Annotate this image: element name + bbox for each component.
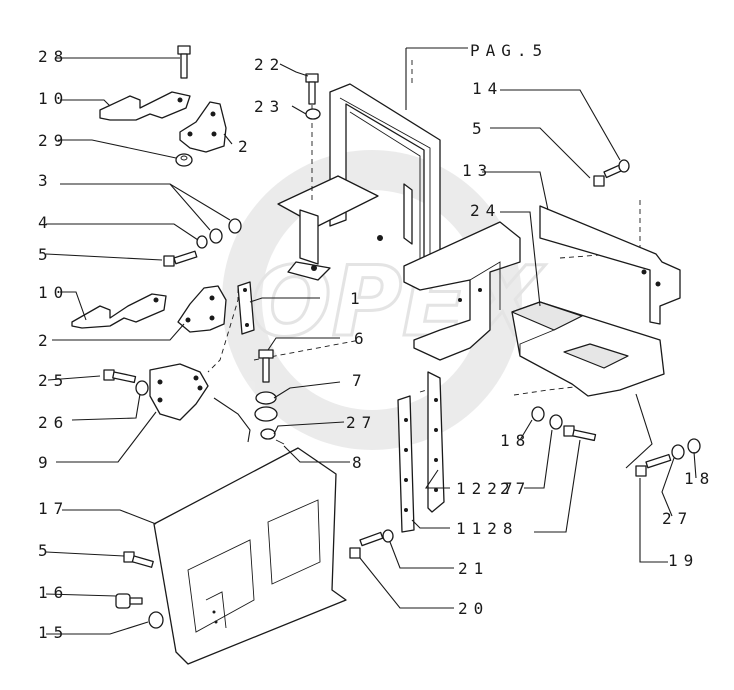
callout-10-lower: 10	[38, 283, 69, 302]
callout-27-center: 27	[346, 413, 377, 432]
callout-25: 25	[38, 371, 69, 390]
bolt-19-right	[635, 453, 672, 477]
callout-21: 21	[458, 559, 489, 578]
bolt-22	[305, 73, 319, 105]
callout-5-left: 5	[38, 245, 54, 264]
bolt-19-left	[563, 425, 597, 442]
callout-8: 8	[352, 453, 368, 472]
callout-16: 16	[38, 583, 69, 602]
callout-18-left: 18	[500, 431, 531, 450]
callout-18-right: 18	[684, 469, 715, 488]
washer-21	[382, 529, 394, 543]
main-frame	[277, 83, 521, 361]
side-plate-13	[539, 205, 681, 325]
callout-1128: 1128	[456, 519, 519, 538]
nut-29	[175, 153, 193, 167]
callout-10-upper: 10	[38, 89, 69, 108]
bracket-line-b	[625, 393, 653, 469]
washer-23	[305, 108, 321, 120]
callout-17: 17	[38, 499, 69, 518]
callout-15: 15	[38, 623, 69, 642]
washer-15	[148, 611, 164, 629]
bolt-28	[177, 45, 191, 79]
bolt-5-lower	[123, 551, 154, 568]
link-plate-1	[237, 281, 255, 335]
bar-1128	[397, 395, 415, 533]
callout-24: 24	[470, 201, 501, 220]
bolt-6	[258, 349, 274, 383]
bracket-line-a	[213, 397, 251, 443]
bushing-7	[254, 391, 278, 422]
centerline-g	[513, 383, 601, 396]
centerline-c	[207, 288, 239, 373]
bar-1227	[427, 371, 445, 513]
washer-18-left	[531, 406, 545, 422]
callout-29: 29	[38, 131, 69, 150]
washer-18-right	[687, 438, 701, 454]
callout-1: 1	[350, 289, 366, 308]
centerline-f	[559, 254, 601, 259]
callout-13: 13	[462, 161, 493, 180]
callout-9: 9	[38, 453, 54, 472]
watermark-logo: OPEX	[222, 150, 547, 450]
panel-17	[153, 447, 347, 665]
callout-2-upper: 2	[238, 137, 254, 156]
washer-group-left	[163, 218, 242, 267]
callout-5-lower: 5	[38, 541, 54, 560]
bolt-20	[349, 531, 384, 559]
callout-28: 28	[38, 47, 69, 66]
callout-19: 19	[668, 551, 699, 570]
hinge-bracket-9	[149, 363, 209, 421]
callout-4: 4	[38, 213, 54, 232]
callout-7: 7	[352, 371, 368, 390]
callout-14: 14	[472, 79, 503, 98]
callout-26: 26	[38, 413, 69, 432]
callout-6: 6	[354, 329, 370, 348]
callout-3: 3	[38, 171, 54, 190]
washer-27-right	[671, 444, 685, 460]
pin-8	[275, 439, 285, 445]
callout-2-lower: 2	[38, 331, 54, 350]
bracket-10-lower	[71, 293, 167, 329]
callout-page-ref: PAG.5	[470, 41, 548, 60]
washer-14	[618, 159, 630, 173]
callout-labels: 28 10 29 3 4 5 10 2 2 25 26 9 22 23 PAG.…	[38, 41, 715, 642]
hinge-plate-2-lower	[177, 285, 227, 333]
leader-lines	[45, 47, 697, 635]
step-24	[511, 301, 665, 397]
washer-27-left	[549, 414, 563, 430]
callout-27-left: 27	[500, 479, 531, 498]
callout-1227: 1227	[456, 479, 519, 498]
callout-5-right: 5	[472, 119, 488, 138]
callout-27-right: 27	[662, 509, 693, 528]
callout-20: 20	[458, 599, 489, 618]
hinge-plate-2-upper	[179, 101, 227, 153]
washer-27-center	[260, 428, 276, 440]
bolt-25	[103, 369, 137, 384]
callout-23: 23	[254, 97, 285, 116]
cap-16	[115, 593, 143, 609]
bracket-10-upper	[99, 91, 191, 121]
callout-22: 22	[254, 55, 285, 74]
washer-26	[135, 380, 149, 396]
